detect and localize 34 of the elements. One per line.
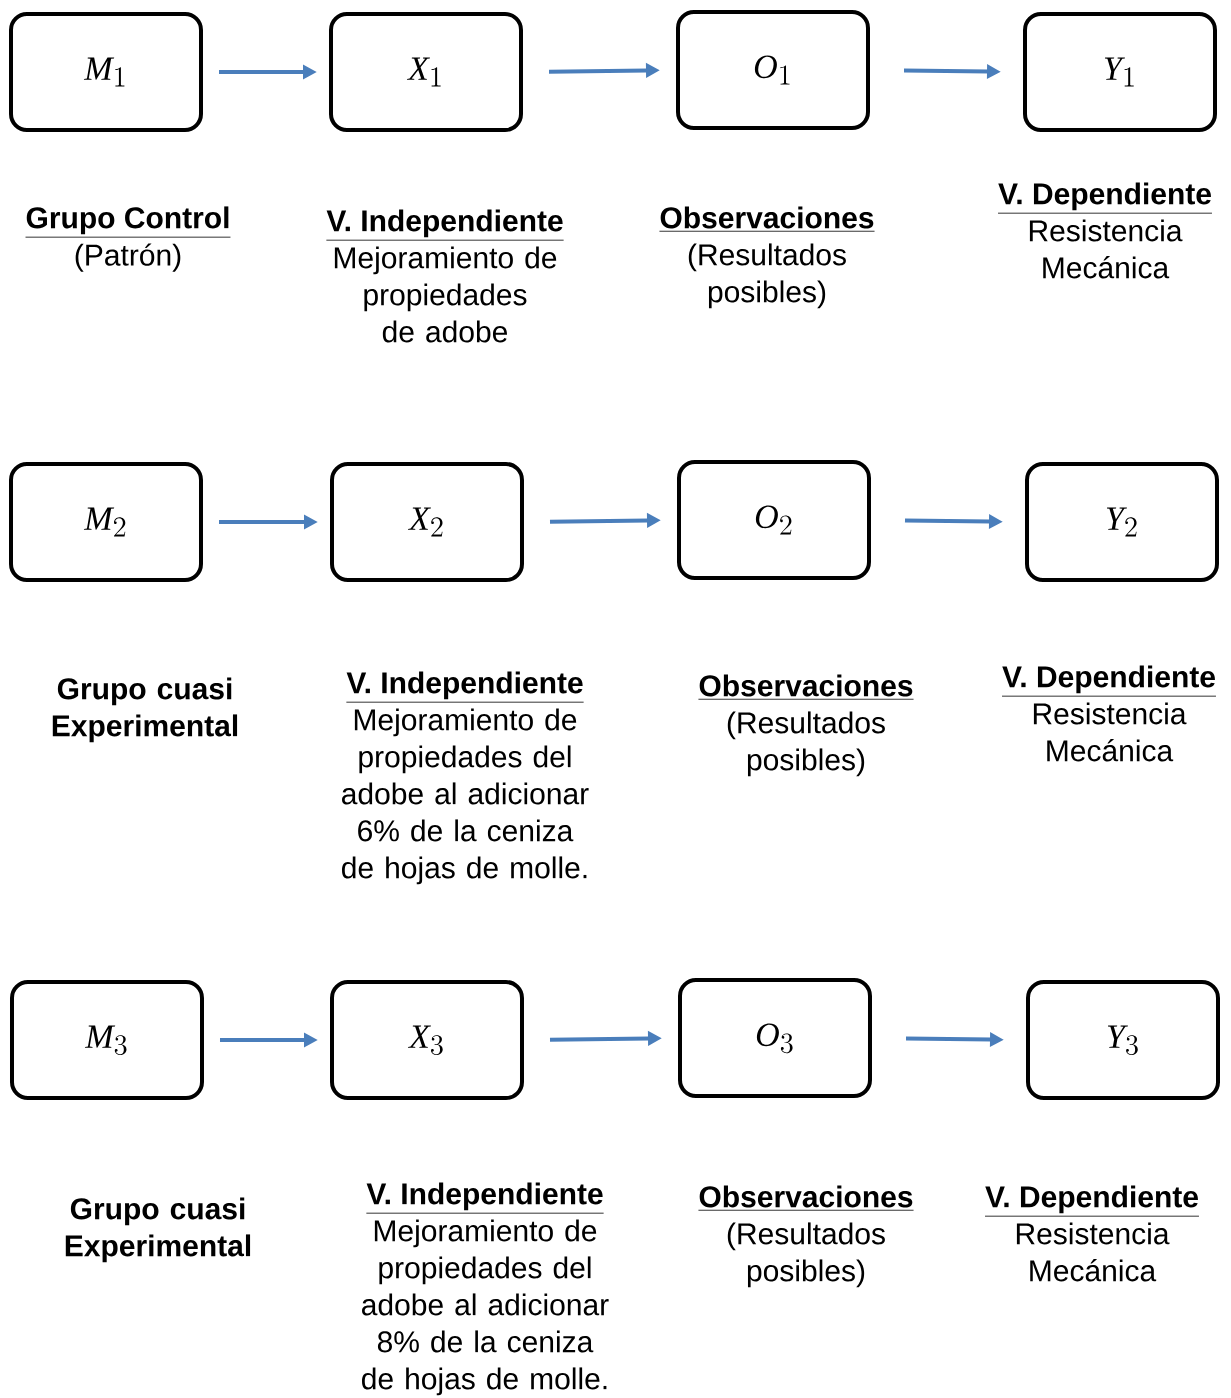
group-label: Grupo cuasi Experimental: [65, 1197, 251, 1263]
heading: V. Independiente: [325, 209, 565, 241]
description: Resistencia Mecánica: [1033, 702, 1187, 762]
process-box: $O_3$: [678, 978, 872, 1098]
description: Mejoramiento de propiedades del adobe al adicionar 8% de la ceniza de hojas de molle.: [362, 1219, 609, 1396]
process-box: $O_2$: [677, 460, 871, 580]
heading: Grupo Control: [25, 206, 231, 238]
description: Resistencia Mecánica: [1029, 219, 1183, 279]
process-box: $O_1$: [676, 10, 870, 130]
heading: V. Independiente: [345, 671, 585, 703]
process-box: $X_2$: [330, 462, 524, 582]
description: Mejoramiento de propiedades del adobe al adicionar 6% de la ceniza de hojas de molle.: [342, 708, 589, 885]
description: Resistencia Mecánica: [1016, 1222, 1170, 1282]
description: (Resultados posibles): [688, 243, 846, 309]
description: (Resultados posibles): [727, 711, 885, 777]
process-box: $Y_3$: [1026, 980, 1220, 1100]
process-box: $Y_2$: [1025, 462, 1219, 582]
process-box: $M_1$: [9, 12, 203, 132]
heading: Observaciones: [698, 1185, 914, 1211]
description: Mejoramiento de propiedades de adobe: [334, 246, 557, 343]
heading: V. Dependiente: [1001, 665, 1217, 697]
process-box: $Y_1$: [1023, 12, 1217, 132]
description: (Resultados posibles): [727, 1222, 885, 1288]
process-box: $M_2$: [9, 462, 203, 582]
process-box: $M_3$: [10, 980, 204, 1100]
heading: Observaciones: [659, 206, 875, 232]
process-box: $X_3$: [330, 980, 524, 1100]
heading: V. Independiente: [365, 1182, 605, 1214]
description: (Patrón): [75, 243, 181, 272]
heading: V. Dependiente: [984, 1185, 1200, 1217]
process-box: $X_1$: [329, 12, 523, 132]
heading: V. Dependiente: [997, 182, 1213, 214]
heading: Observaciones: [698, 674, 914, 700]
group-label: Grupo cuasi Experimental: [52, 677, 238, 743]
